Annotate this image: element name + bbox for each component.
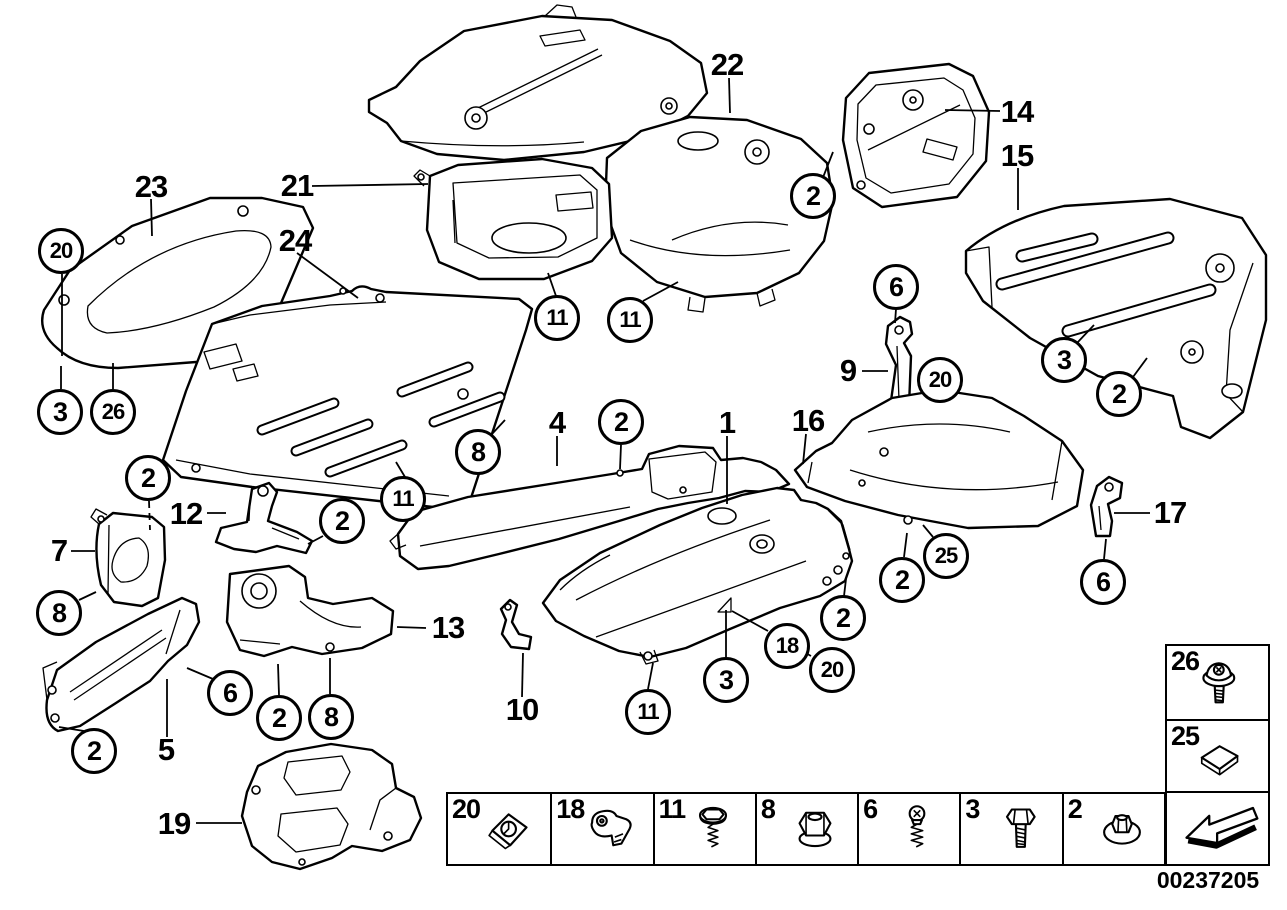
- part-21-drawing: [413, 157, 614, 281]
- callout-circled-3[interactable]: 3: [1041, 337, 1087, 383]
- part-5-drawing: [42, 596, 201, 733]
- callout-part-1[interactable]: 1: [718, 405, 736, 440]
- legend-cell-2[interactable]: 2: [1061, 794, 1164, 864]
- callout-circled-25[interactable]: 25: [923, 533, 969, 579]
- part-14-drawing: [841, 62, 991, 209]
- callout-part-4[interactable]: 4: [548, 405, 566, 440]
- callout-circled-6[interactable]: 6: [873, 264, 919, 310]
- callout-circled-26[interactable]: 26: [90, 389, 136, 435]
- callout-circled-11[interactable]: 11: [625, 689, 671, 735]
- callout-part-13[interactable]: 13: [431, 610, 465, 645]
- fastener-legend: 20 18 11 8 6 3 2: [446, 792, 1166, 866]
- document-number: 00237205: [1156, 867, 1260, 893]
- callout-part-14[interactable]: 14: [1000, 94, 1034, 129]
- callout-circled-6[interactable]: 6: [1080, 559, 1126, 605]
- callout-circled-3[interactable]: 3: [37, 389, 83, 435]
- part-24-drawing: [161, 285, 534, 511]
- callout-part-21[interactable]: 21: [280, 168, 314, 203]
- legend-number: 20: [452, 794, 481, 824]
- clip-nut-icon: [488, 813, 528, 850]
- callout-part-7[interactable]: 7: [50, 533, 68, 568]
- part-13-drawing: [225, 564, 395, 658]
- side-panel-number: 25: [1171, 720, 1200, 751]
- callout-circled-11[interactable]: 11: [607, 297, 653, 343]
- callout-part-23[interactable]: 23: [134, 169, 168, 204]
- callout-circled-18[interactable]: 18: [764, 623, 810, 669]
- torx-screw-icon: [1201, 662, 1235, 704]
- part-22-right-drawing: [603, 115, 835, 313]
- callout-circled-2[interactable]: 2: [1096, 371, 1142, 417]
- part-4-drawing: [389, 444, 791, 571]
- callout-circled-2[interactable]: 2: [820, 595, 866, 641]
- callout-circled-8[interactable]: 8: [455, 429, 501, 475]
- legend-cell-6[interactable]: 6: [857, 794, 959, 864]
- callout-circled-20[interactable]: 20: [809, 647, 855, 693]
- legend-cell-8[interactable]: 8: [754, 794, 857, 864]
- callout-circled-2[interactable]: 2: [790, 173, 836, 219]
- callout-circled-2[interactable]: 2: [256, 695, 302, 741]
- callout-circled-20[interactable]: 20: [917, 357, 963, 403]
- part-12-drawing: [214, 481, 314, 555]
- legend-number: 2: [1067, 794, 1083, 824]
- callout-part-19[interactable]: 19: [157, 806, 191, 841]
- callout-circled-8[interactable]: 8: [308, 694, 354, 740]
- callout-circled-6[interactable]: 6: [207, 670, 253, 716]
- callout-circled-2[interactable]: 2: [319, 498, 365, 544]
- flange-nut-icon: [798, 811, 832, 848]
- tapping-screw-icon: [908, 805, 926, 848]
- direction-arrow-icon: [1176, 801, 1260, 857]
- callout-circled-2[interactable]: 2: [125, 455, 171, 501]
- callout-part-24[interactable]: 24: [278, 223, 312, 258]
- callout-part-12[interactable]: 12: [169, 496, 203, 531]
- legend-cell-3[interactable]: 3: [959, 794, 1061, 864]
- part-7-drawing: [90, 508, 167, 608]
- callout-part-17[interactable]: 17: [1153, 495, 1187, 530]
- side-panel-number: 26: [1171, 646, 1200, 676]
- callout-part-15[interactable]: 15: [1000, 138, 1034, 173]
- pad-icon: [1200, 745, 1239, 776]
- legend-number: 6: [863, 794, 878, 824]
- callout-circled-2[interactable]: 2: [71, 728, 117, 774]
- legend-cell-11[interactable]: 11: [652, 794, 755, 864]
- side-panel-cell-arrow: [1167, 791, 1268, 864]
- plastic-nut-icon: [1102, 814, 1141, 845]
- part-1-drawing: [541, 486, 854, 665]
- callout-part-5[interactable]: 5: [157, 732, 175, 767]
- part-9-drawing: [884, 315, 914, 416]
- part-22-left-drawing: [367, 4, 709, 162]
- callout-circled-2[interactable]: 2: [879, 557, 925, 603]
- callout-part-22[interactable]: 22: [710, 47, 744, 82]
- side-panel: 26 25: [1165, 644, 1270, 866]
- callout-circled-20[interactable]: 20: [38, 228, 84, 274]
- legend-number: 18: [556, 794, 585, 824]
- callout-circled-8[interactable]: 8: [36, 590, 82, 636]
- legend-cell-20[interactable]: 20: [448, 794, 550, 864]
- legend-number: 8: [760, 794, 776, 824]
- legend-number: 3: [965, 794, 980, 824]
- callout-part-10[interactable]: 10: [505, 692, 539, 727]
- callout-circled-11[interactable]: 11: [534, 295, 580, 341]
- callout-circled-3[interactable]: 3: [703, 657, 749, 703]
- hex-bolt-icon: [1005, 808, 1036, 848]
- callout-part-9[interactable]: 9: [839, 353, 857, 388]
- side-panel-cell-25[interactable]: 25: [1167, 718, 1268, 792]
- part-17-drawing: [1089, 475, 1124, 538]
- part-10-drawing: [499, 598, 533, 651]
- callout-circled-2[interactable]: 2: [598, 399, 644, 445]
- legend-number: 11: [658, 794, 687, 824]
- callout-circled-11[interactable]: 11: [380, 476, 426, 522]
- part-19-drawing: [240, 742, 423, 871]
- legend-cell-18[interactable]: 18: [550, 794, 652, 864]
- callout-part-16[interactable]: 16: [791, 403, 825, 438]
- holder-icon: [590, 809, 633, 847]
- part-16-drawing: [793, 388, 1085, 530]
- side-panel-cell-26[interactable]: 26: [1167, 646, 1268, 719]
- washer-screw-icon: [698, 806, 727, 848]
- leader-lines: [58, 77, 1150, 824]
